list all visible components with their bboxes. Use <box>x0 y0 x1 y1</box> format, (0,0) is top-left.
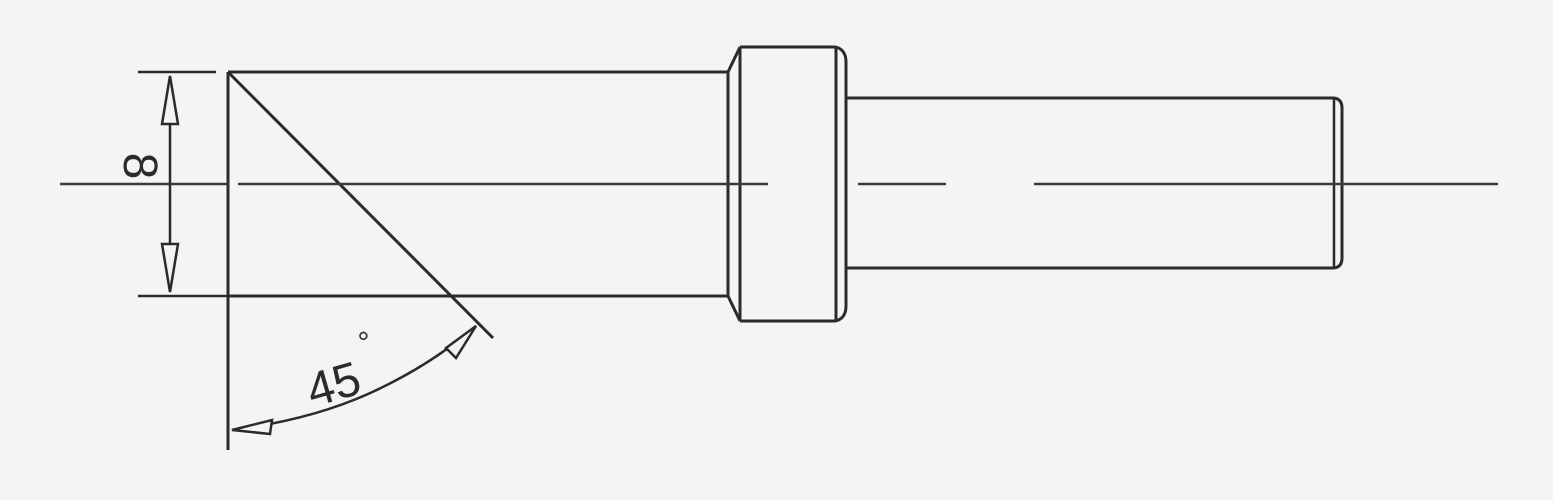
flange-transition-top <box>726 46 742 73</box>
flange-transition-bottom <box>726 295 742 322</box>
diameter-dimension <box>138 70 440 298</box>
diameter-label: 8 <box>113 153 166 180</box>
flange-right-rounding <box>835 45 848 323</box>
arrowhead-left <box>231 418 274 436</box>
angle-label: 45 <box>301 352 367 418</box>
arrowhead-up <box>160 75 180 126</box>
angle-dimension <box>231 324 478 436</box>
degree-symbol: ° <box>355 325 376 360</box>
arrowhead-down <box>160 242 180 293</box>
part-outline <box>226 45 1344 450</box>
arrowhead-right <box>444 324 478 360</box>
chamfer-line <box>226 70 495 340</box>
